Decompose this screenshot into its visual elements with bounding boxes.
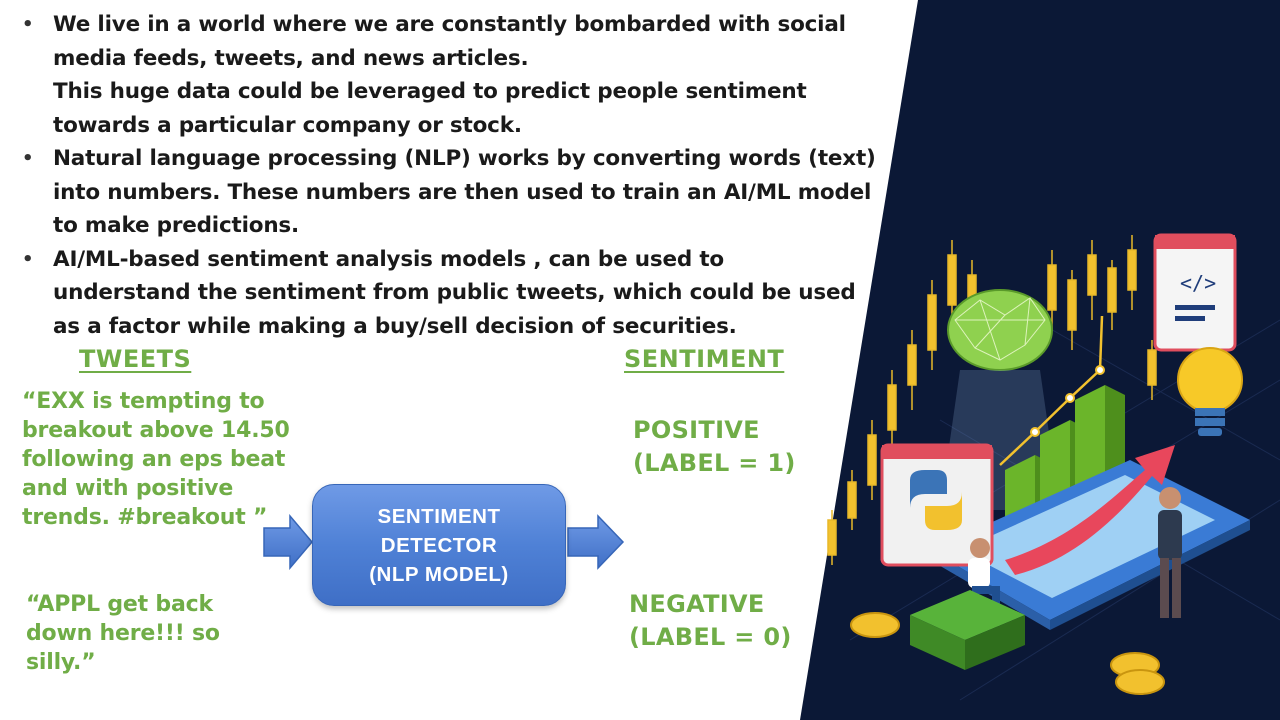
finance-illustration: </> — [827, 233, 1250, 695]
tweet-line: and with positive — [22, 476, 234, 501]
trend-arrow-icon — [1005, 445, 1175, 575]
bullet-dot-icon: • — [22, 148, 34, 169]
bullet-list: • We live in a world where we are consta… — [18, 8, 898, 343]
tweet-line: “EXX is tempting to — [22, 389, 265, 414]
bullet-line: into numbers. These numbers are then use… — [53, 179, 872, 205]
bullet-line: to make predictions. — [53, 213, 300, 238]
bullet-line: AI/ML-based sentiment analysis models , … — [53, 246, 724, 272]
svg-text:</>: </> — [1180, 271, 1216, 295]
right-arrow-icon — [567, 514, 625, 570]
bullet-line: understand the sentiment from public twe… — [53, 280, 856, 305]
python-logo-icon — [880, 443, 994, 567]
detector-label-line: (NLP MODEL) — [369, 562, 509, 586]
code-window-icon: </> — [1153, 233, 1237, 352]
tweet-line: silly.” — [26, 650, 96, 675]
bullet-dot-icon: • — [22, 14, 34, 35]
right-arrow-icon — [263, 514, 313, 570]
label-line: (LABEL = 1) — [633, 449, 796, 477]
tweet-line: down here!!! so — [26, 621, 220, 646]
tweet-line: breakout above 14.50 — [22, 418, 290, 443]
tweet-positive-example: “EXX is tempting to breakout above 14.50… — [22, 387, 290, 532]
lightbulb-icon — [1177, 347, 1243, 436]
tweet-line: “APPL get back — [26, 592, 213, 617]
bullet-dot-icon: • — [22, 248, 34, 270]
bullet-line: This huge data could be leveraged to pre… — [53, 79, 807, 104]
label-line: NEGATIVE — [629, 590, 765, 618]
tweet-line: trends. #breakout ” — [22, 505, 268, 530]
negative-label: NEGATIVE (LABEL = 0) — [629, 588, 792, 654]
coin-icon — [850, 612, 1165, 695]
tweet-line: following an eps beat — [22, 447, 286, 472]
label-line: POSITIVE — [633, 416, 760, 444]
bullet-item: • AI/ML-based sentiment analysis models … — [18, 243, 898, 344]
bullet-line: We live in a world where we are constant… — [53, 12, 846, 37]
detector-label-line: DETECTOR — [380, 533, 498, 557]
sentiment-header: SENTIMENT — [624, 345, 785, 373]
money-stack-icon — [910, 590, 1025, 670]
label-line: (LABEL = 0) — [629, 623, 792, 651]
person-icon — [1158, 487, 1182, 618]
detector-label-line: SENTIMENT — [377, 504, 501, 528]
tweets-header: TWEETS — [79, 345, 192, 373]
bullet-item: • Natural language processing (NLP) work… — [18, 142, 898, 243]
bullet-item: • We live in a world where we are consta… — [18, 8, 898, 142]
bullet-line: as a factor while making a buy/sell deci… — [53, 313, 737, 339]
bullet-line: Natural language processing (NLP) works … — [53, 146, 876, 171]
candlestick-chart — [827, 235, 1157, 565]
positive-label: POSITIVE (LABEL = 1) — [633, 414, 796, 480]
sentiment-detector-box: SENTIMENT DETECTOR (NLP MODEL) — [312, 484, 566, 606]
bullet-line: media feeds, tweets, and news articles. — [53, 45, 529, 71]
tweet-negative-example: “APPL get back down here!!! so silly.” — [26, 590, 220, 677]
bullet-line: towards a particular company or stock. — [53, 112, 522, 138]
